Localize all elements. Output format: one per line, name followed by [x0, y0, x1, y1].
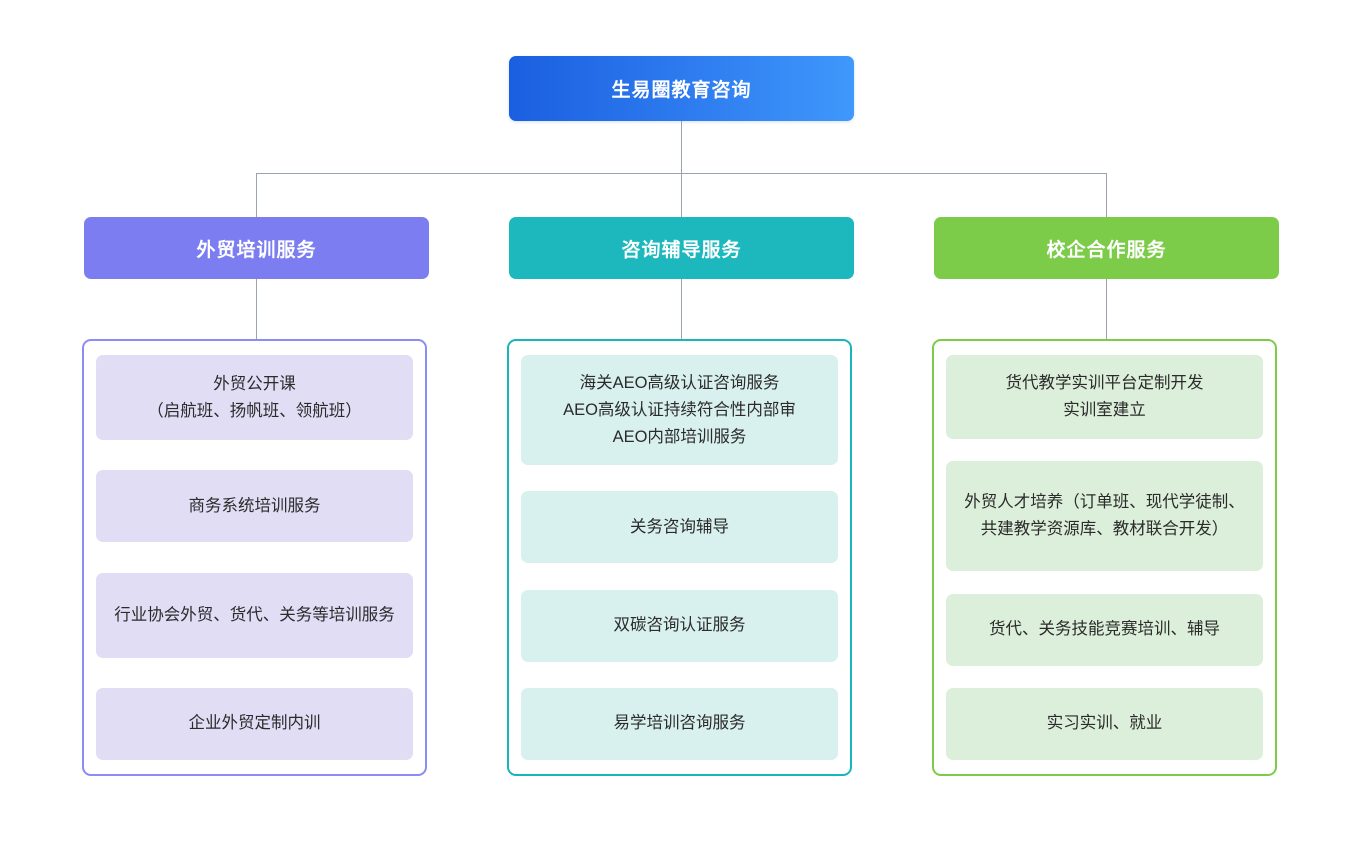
category-header-label: 校企合作服务: [1046, 239, 1167, 261]
category-header-label: 外贸培训服务: [196, 239, 317, 261]
service-item[interactable]: 海关AEO高级认证咨询服务 AEO高级认证持续符合性内部审 AEO内部培训服务: [521, 355, 838, 465]
service-item[interactable]: 货代、关务技能竞赛培训、辅导: [946, 593, 1263, 666]
category-header-zixun-fudao[interactable]: 咨询辅导服务: [509, 217, 854, 279]
connector-header-to-panel-3: [1106, 279, 1107, 339]
service-item[interactable]: 关务咨询辅导: [521, 491, 838, 564]
category-header-xiaoqi-hezuo[interactable]: 校企合作服务: [934, 217, 1279, 279]
service-panel-zixun-fudao: 海关AEO高级认证咨询服务 AEO高级认证持续符合性内部审 AEO内部培训服务 …: [507, 339, 852, 776]
service-item[interactable]: 行业协会外贸、货代、关务等培训服务: [96, 572, 413, 658]
service-item[interactable]: 货代教学实训平台定制开发 实训室建立: [946, 355, 1263, 439]
connector-root-stem: [681, 121, 682, 173]
category-header-waimao-peixun[interactable]: 外贸培训服务: [84, 217, 429, 279]
connector-header-to-panel-1: [256, 279, 257, 339]
service-item[interactable]: 双碳咨询认证服务: [521, 589, 838, 662]
connector-drop-column-2: [681, 173, 682, 217]
service-panel-xiaoqi-hezuo: 货代教学实训平台定制开发 实训室建立 外贸人才培养（订单班、现代学徒制、共建教学…: [932, 339, 1277, 776]
service-item[interactable]: 外贸人才培养（订单班、现代学徒制、共建教学资源库、教材联合开发）: [946, 461, 1263, 572]
service-item[interactable]: 企业外贸定制内训: [96, 687, 413, 760]
service-item[interactable]: 外贸公开课 （启航班、扬帆班、领航班）: [96, 355, 413, 440]
root-node[interactable]: 生易圈教育咨询: [509, 56, 854, 121]
connector-header-to-panel-2: [681, 279, 682, 339]
service-item[interactable]: 实习实训、就业: [946, 687, 1263, 760]
root-node-label: 生易圈教育咨询: [611, 80, 752, 101]
service-item[interactable]: 商务系统培训服务: [96, 470, 413, 543]
service-panel-waimao-peixun: 外贸公开课 （启航班、扬帆班、领航班） 商务系统培训服务 行业协会外贸、货代、关…: [82, 339, 427, 776]
category-header-label: 咨询辅导服务: [621, 239, 742, 261]
connector-drop-column-3: [1106, 173, 1107, 217]
service-item[interactable]: 易学培训咨询服务: [521, 687, 838, 760]
connector-drop-column-1: [256, 173, 257, 217]
